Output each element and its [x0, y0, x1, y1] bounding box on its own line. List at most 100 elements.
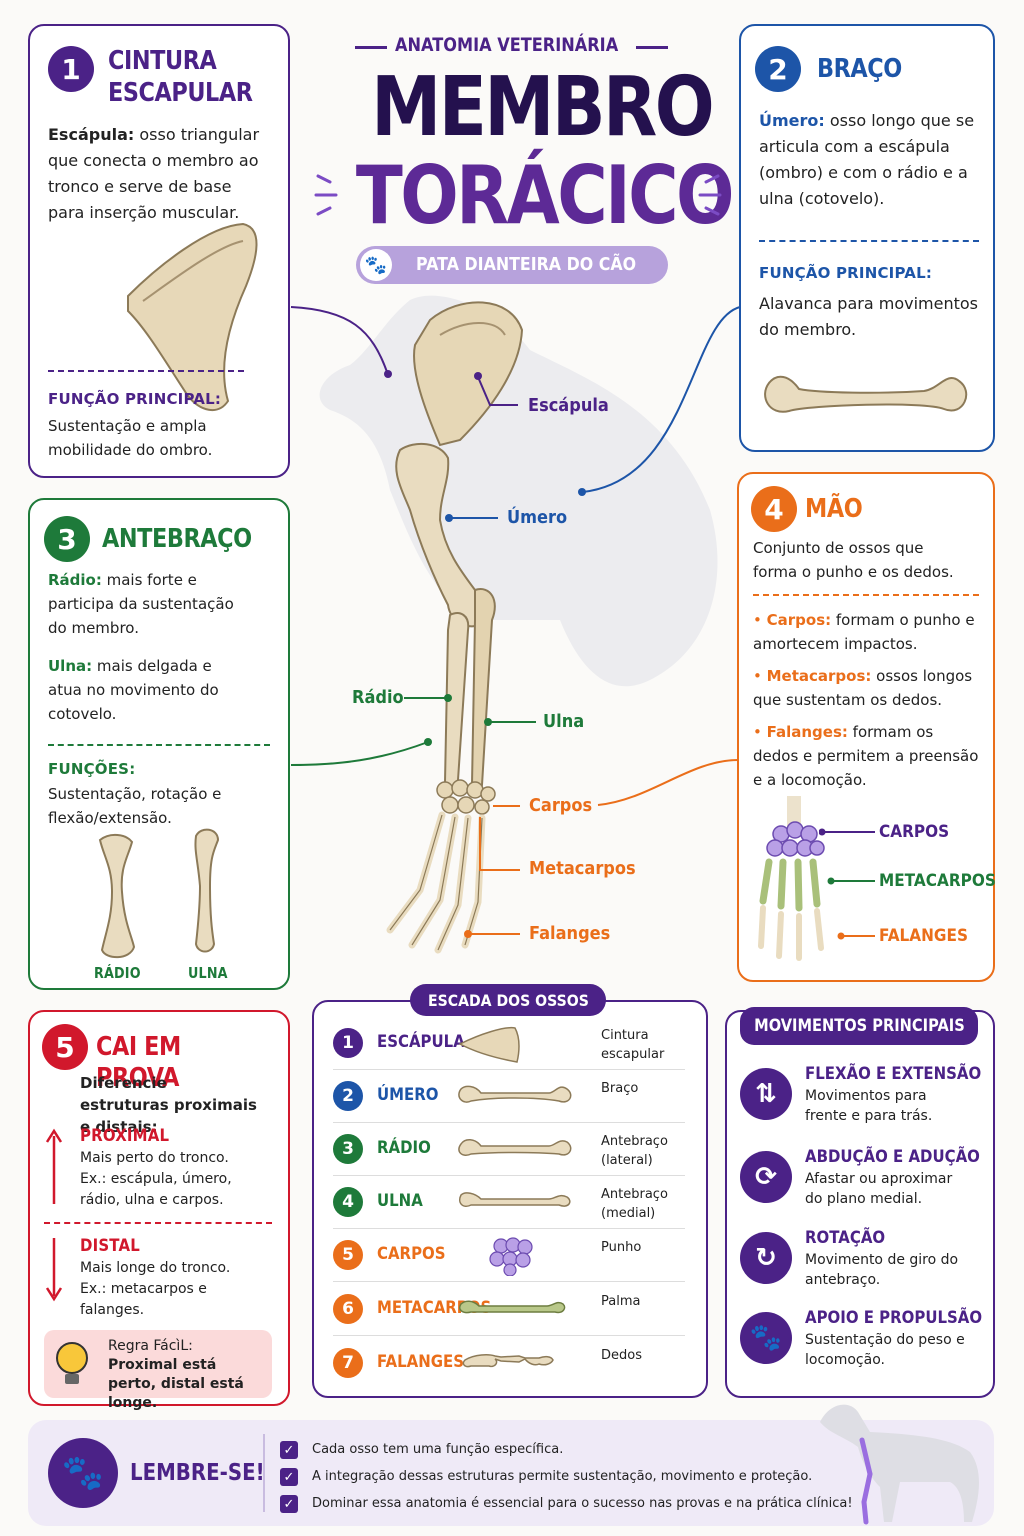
ladder-bone-image	[458, 1085, 572, 1103]
card-cai-em-prova: 5 CAI EM PROVA Diferencie estruturas pro…	[28, 1010, 290, 1411]
subtitle-text: PATA DIANTEIRA DO CÃO	[416, 254, 637, 275]
ladder-bone-name: CARPOS	[377, 1244, 446, 1264]
kicker-line-right	[636, 46, 668, 49]
ulna-image	[194, 828, 220, 953]
label-ulna: Ulna	[543, 711, 585, 732]
ladder-row: 1 ESCÁPULA Cintura escapular	[333, 1018, 685, 1070]
card2-title: BRAÇO	[817, 54, 902, 84]
ladder-bone-image	[459, 1192, 571, 1207]
label-falanges: Falanges	[529, 923, 611, 944]
ladder-bone-name: FALANGES	[377, 1352, 464, 1372]
card1-number: 1	[48, 46, 94, 92]
ladder-bone-image	[462, 1354, 554, 1368]
card3-radio-desc: Rádio: mais forte e participa da sustent…	[48, 571, 234, 637]
tip-box: Regra FácìL: Proximal está perto, distal…	[44, 1330, 272, 1411]
ladder-step-number: 4	[333, 1187, 363, 1217]
movement-title: APOIO E PROPULSÃO	[805, 1308, 983, 1328]
card3-func-label: FUNÇÕES:	[48, 760, 136, 778]
card3-title: ANTEBRAÇO	[102, 524, 252, 554]
up-down-arrows-icon: ⇅	[740, 1068, 792, 1120]
ladder-step-number: 7	[333, 1348, 363, 1378]
card2-description: Úmero: osso longo que se articula com a …	[759, 111, 975, 208]
card2-number: 2	[755, 46, 801, 92]
card5-prox-example: Ex.: escápula, úmero, rádio, ulna e carp…	[80, 1171, 232, 1208]
card1-title-line1: CINTURA	[108, 46, 217, 76]
ladder-step-number: 1	[333, 1028, 363, 1058]
card4-item-falanges: • Falanges: formam os dedos e permitem a…	[753, 723, 979, 789]
card5-title: CAI EM PROVA	[96, 1032, 181, 1093]
ladder-bone-image	[458, 1139, 572, 1156]
paw-label-metacarpos: METACARPOS	[879, 871, 996, 891]
footer-divider	[263, 1434, 265, 1512]
card1-title-line2: ESCAPULAR	[108, 78, 253, 108]
header-title-line2: TORÁCICO	[355, 149, 735, 242]
scapula-image	[127, 222, 258, 411]
footer-item-3: Dominar essa anatomia é essencial para o…	[312, 1496, 853, 1511]
card5-dist-text: Mais longe do tronco.	[80, 1260, 231, 1276]
card4-item-metacarpos: • Metacarpos: ossos longos que sustentam…	[753, 667, 973, 709]
ladder-step-number: 2	[333, 1081, 363, 1111]
carpal-bones	[436, 779, 496, 815]
dog-silhouette	[319, 295, 718, 687]
label-escapula: Escápula	[528, 395, 609, 416]
ladder-row: 4 ULNA Antebraço (medial)	[333, 1177, 685, 1229]
footer-item-1: Cada osso tem uma função específica.	[312, 1442, 564, 1457]
card5-dist-label: DISTAL	[80, 1236, 140, 1256]
sparkle-left-icon	[314, 174, 338, 216]
paw-label-lines	[819, 828, 875, 940]
card1-description: Escápula: osso triangular que conecta o …	[48, 125, 260, 222]
movement-desc: Sustentação do peso e locomoção.	[805, 1332, 965, 1368]
movements-title: MOVIMENTOS PRINCIPAIS	[753, 1016, 965, 1036]
card4-title: MÃO	[805, 494, 863, 524]
ladder-bone-image	[458, 1026, 520, 1063]
ladder-region: Dedos	[601, 1348, 642, 1363]
card4-divider	[753, 594, 979, 596]
ladder-title-pill: ESCADA DOS OSSOS	[410, 984, 606, 1016]
ladder-region: Cintura escapular	[601, 1028, 665, 1062]
ladder-bone-name: ULNA	[377, 1191, 423, 1211]
label-carpos: Carpos	[529, 795, 593, 816]
ladder-step-number: 6	[333, 1294, 363, 1324]
dog-skeleton-image	[820, 1404, 979, 1525]
rotation-icon: ↻	[740, 1232, 792, 1284]
ladder-bone-name: ESCÁPULA	[377, 1032, 465, 1052]
tip-title: Regra FácìL:	[108, 1338, 193, 1354]
rotate-arrows-icon: ⟳	[740, 1151, 792, 1203]
radius-image	[98, 834, 136, 959]
card1-func-label: FUNÇÃO PRINCIPAL:	[48, 390, 222, 408]
card2-func-label: FUNÇÃO PRINCIPAL:	[759, 264, 933, 282]
card3-func-text: Sustentação, rotação e flexão/extensão.	[48, 785, 222, 827]
movement-title: ROTAÇÃO	[805, 1228, 886, 1248]
ladder-region: Antebraço (medial)	[601, 1187, 668, 1221]
card5-divider	[44, 1222, 272, 1224]
lightbulb-icon	[56, 1342, 88, 1374]
label-metacarpos: Metacarpos	[529, 858, 636, 879]
card3-divider	[48, 744, 270, 746]
lightbulb-base	[65, 1374, 79, 1384]
ladder-region: Antebraço (lateral)	[601, 1134, 668, 1168]
card3-bone2-label: ULNA	[188, 964, 228, 982]
ladder-bone-image	[459, 1300, 566, 1314]
footer-paw-icon: 🐾	[48, 1438, 118, 1508]
ladder-region: Palma	[601, 1294, 641, 1309]
movement-title: FLEXÃO E EXTENSÃO	[805, 1064, 982, 1084]
ladder-region: Braço	[601, 1081, 639, 1096]
card4-number: 4	[751, 486, 797, 532]
arrow-up-icon	[45, 1128, 63, 1204]
check-icon: ✓	[280, 1495, 298, 1513]
movement-desc: Movimento de giro do antebraço.	[805, 1252, 959, 1288]
ladder-step-number: 3	[333, 1134, 363, 1164]
ladder-bone-image	[489, 1237, 533, 1276]
ladder-step-number: 5	[333, 1240, 363, 1270]
card4-intro: Conjunto de ossos que forma o punho e os…	[753, 539, 954, 581]
card-braco: 2 BRAÇO Úmero: osso longo que se articul…	[739, 24, 995, 452]
movement-desc: Afastar ou aproximar do plano medial.	[805, 1171, 953, 1207]
card3-number: 3	[44, 516, 90, 562]
movements-title-pill: MOVIMENTOS PRINCIPAIS	[740, 1007, 978, 1045]
card5-prox-text: Mais perto do tronco.	[80, 1150, 229, 1166]
